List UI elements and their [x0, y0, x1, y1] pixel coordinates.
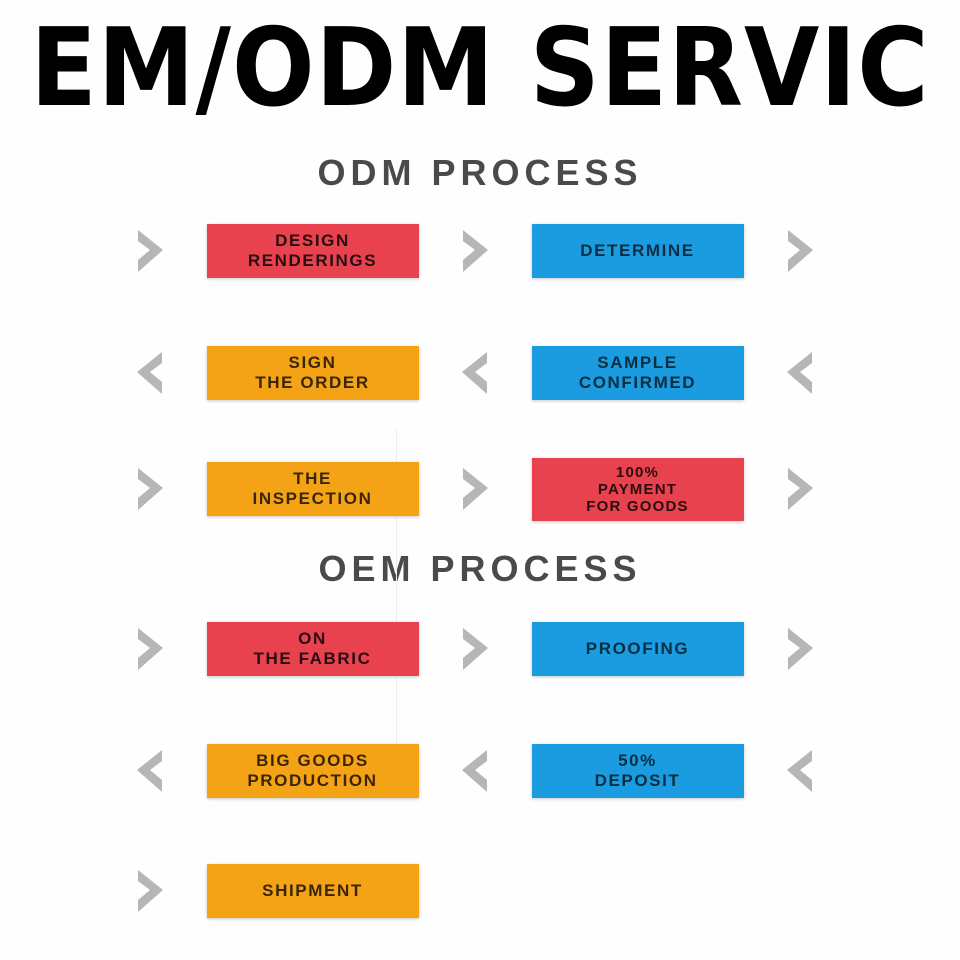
chevron-right-icon [783, 228, 817, 274]
chevron-right-icon [458, 228, 492, 274]
process-step-label: SHIPMENT [262, 881, 363, 900]
process-step-label: CONFIRMED [578, 373, 697, 392]
arrow-slot [745, 350, 855, 396]
arrow-slot [420, 748, 530, 794]
arrow-slot [95, 748, 205, 794]
process-step-label: DESIGN [275, 231, 350, 250]
arrow-slot [745, 748, 855, 794]
process-step-label: ON [298, 629, 327, 648]
process-step-label: SIGN [288, 353, 337, 372]
process-step-label: THE [293, 469, 332, 488]
chevron-right-icon [133, 228, 167, 274]
step-slot: DETERMINE [530, 224, 745, 278]
chevron-right-icon [133, 626, 167, 672]
process-step-label: PRODUCTION [247, 771, 378, 790]
process-step-label: FOR GOODS [586, 497, 689, 515]
arrow-slot [745, 626, 855, 672]
process-step-label: PROOFING [585, 639, 690, 658]
chevron-left-icon [458, 748, 492, 794]
banner: EM/ODM SERVIC [0, 0, 960, 140]
process-step-label: 50% [618, 751, 657, 770]
arrow-slot [420, 466, 530, 512]
arrow-slot [420, 350, 530, 396]
process-step-label: RENDERINGS [247, 251, 378, 270]
section-heading-odm: ODM PROCESS [317, 152, 643, 193]
process-step-label: DETERMINE [580, 241, 695, 260]
process-step-label: PAYMENT [597, 480, 678, 498]
chevron-right-icon [133, 466, 167, 512]
chevron-left-icon [133, 748, 167, 794]
chevron-left-icon [783, 748, 817, 794]
step-slot [530, 864, 745, 918]
empty-step-slot [532, 864, 744, 918]
arrow-slot [95, 350, 205, 396]
arrow-slot [420, 626, 530, 672]
arrow-slot [95, 626, 205, 672]
chevron-right-icon [458, 466, 492, 512]
section-heading-oem: OEM PROCESS [318, 548, 642, 589]
process-step-box[interactable]: PROOFING [531, 622, 744, 676]
arrow-slot [420, 228, 530, 274]
step-slot: 50%DEPOSIT [530, 744, 745, 798]
page-seam-divider [396, 430, 397, 760]
step-slot: SHIPMENT [205, 864, 420, 918]
process-step-label: BIG GOODS [256, 751, 369, 770]
process-step-label: DEPOSIT [594, 771, 681, 790]
process-step-label: 100% [615, 463, 660, 481]
arrow-slot [745, 466, 855, 512]
chevron-left-icon [133, 350, 167, 396]
chevron-left-icon [458, 350, 492, 396]
process-step-label: INSPECTION [252, 489, 373, 508]
process-step-box[interactable]: DETERMINE [531, 224, 744, 278]
step-slot: PROOFING [530, 622, 745, 676]
process-row: SHIPMENT [0, 845, 960, 937]
process-step-label: SAMPLE [597, 353, 678, 372]
process-step-label: THE ORDER [255, 373, 370, 392]
banner-title: EM/ODM SERVIC [30, 6, 930, 131]
chevron-right-icon [133, 868, 167, 914]
arrow-slot [745, 228, 855, 274]
process-step-box[interactable]: SHIPMENT [206, 864, 419, 918]
chevron-right-icon [783, 466, 817, 512]
process-step-box[interactable]: 50%DEPOSIT [531, 744, 744, 798]
chevron-left-icon [783, 350, 817, 396]
chevron-right-icon [783, 626, 817, 672]
arrow-slot [95, 466, 205, 512]
chevron-right-icon [458, 626, 492, 672]
arrow-slot [95, 228, 205, 274]
arrow-slot [95, 868, 205, 914]
process-step-label: THE FABRIC [253, 649, 372, 668]
